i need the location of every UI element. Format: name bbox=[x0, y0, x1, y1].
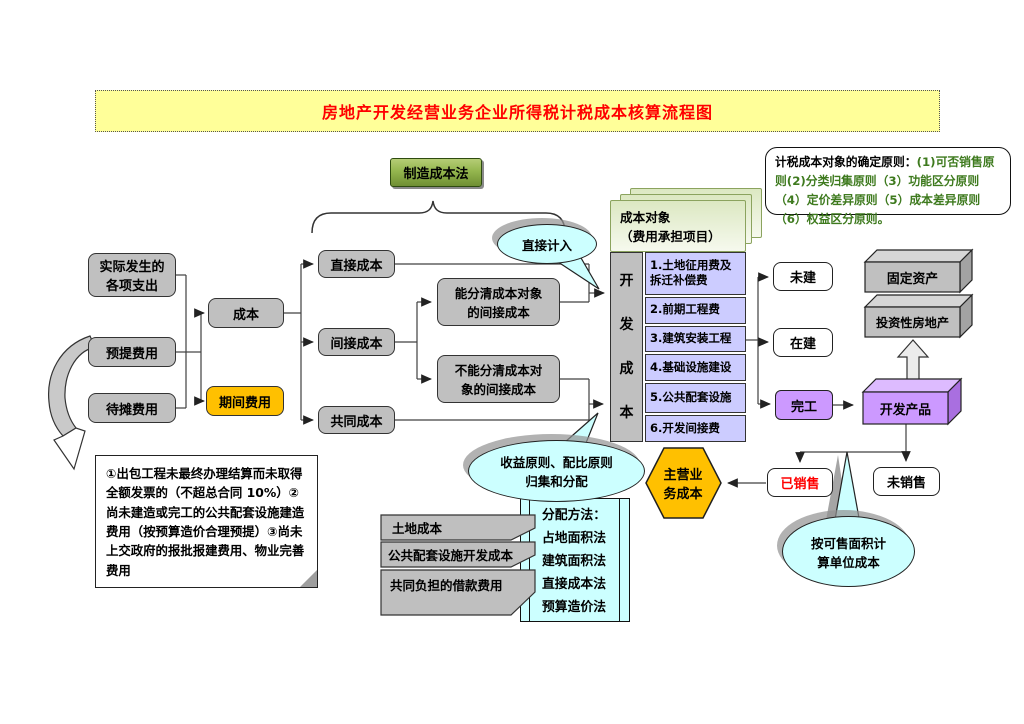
fixed-assets-cube bbox=[863, 248, 974, 294]
actual-expenditure-box: 实际发生的 各项支出 bbox=[88, 253, 176, 297]
curved-arrow bbox=[48, 335, 96, 471]
completed-box: 完工 bbox=[775, 390, 833, 420]
main-cost-label: 主营业 务成本 bbox=[663, 468, 703, 502]
dev-cost-item-6: 6.开发间接费 bbox=[645, 415, 746, 442]
indirect-clear-box: 能分清成本对象 的间接成本 bbox=[437, 278, 560, 326]
principles-lead: 计税成本对象的确定原则： bbox=[775, 155, 917, 169]
income-matching-callout: 收益原则、配比原则 归集和分配 bbox=[468, 440, 645, 502]
not-built-box: 未建 bbox=[773, 262, 833, 291]
up-arrow bbox=[896, 339, 930, 384]
principles-box: 计税成本对象的确定原则：(1)可否销售原则(2)分类归集原则（3）功能区分原则（… bbox=[765, 147, 1011, 226]
deferred-expense-box: 待摊费用 bbox=[88, 393, 176, 423]
borrowing-cost-banner: 共同负担的借款费用 bbox=[390, 577, 503, 593]
public-facility-banner-shape bbox=[380, 541, 536, 568]
principles-body: (1)可否销售原则(2)分类归集原则（3）功能区分原则（4）定价差异原则（5）成… bbox=[775, 155, 995, 227]
borrowing-cost-banner-shape bbox=[380, 569, 536, 616]
dev-cost-item-4: 4.基础设施建设 bbox=[645, 354, 746, 382]
manufacturing-method-box: 制造成本法 bbox=[390, 158, 482, 187]
dev-cost-item-5: 5.公共配套设施 bbox=[645, 383, 746, 414]
accrued-expense-box: 预提费用 bbox=[88, 337, 176, 367]
in-progress-box: 在建 bbox=[773, 328, 833, 357]
sellable-area-callout: 按可售面积计 算单位成本 bbox=[782, 516, 915, 587]
direct-cost-box: 直接成本 bbox=[318, 250, 395, 278]
sold-box: 已销售 bbox=[767, 468, 833, 497]
investment-property-cube bbox=[863, 293, 974, 339]
dev-cost-item-1: 1.土地征用费及 拆迁补偿费 bbox=[645, 252, 746, 295]
cost-box: 成本 bbox=[208, 298, 284, 328]
dev-cost-item-2: 2.前期工程费 bbox=[645, 296, 746, 324]
provision-note-box: ①出包工程未最终办理结算而未取得全额发票的（不超总合同 10%）②尚未建造或完工… bbox=[95, 455, 318, 588]
fixed-assets-label: 固定资产 bbox=[886, 271, 939, 287]
dev-cost-column: 开 发 成 本 bbox=[610, 252, 643, 442]
indirect-unclear-box: 不能分清成本对 象的间接成本 bbox=[437, 355, 560, 403]
common-cost-box: 共同成本 bbox=[318, 406, 395, 434]
brace bbox=[311, 200, 566, 234]
allocation-method-box: 分配方法： 占地面积法 建筑面积法 直接成本法 预算造价法 bbox=[520, 498, 630, 622]
dev-cost-item-3: 3.建筑安装工程 bbox=[645, 325, 746, 353]
direct-entry-callout: 直接计入 bbox=[497, 224, 597, 264]
dev-product-label: 开发产品 bbox=[879, 402, 932, 418]
investment-property-label: 投资性房地产 bbox=[875, 316, 950, 330]
land-cost-banner: 土地成本 bbox=[392, 520, 443, 536]
indirect-cost-box: 间接成本 bbox=[318, 328, 395, 356]
unsold-box: 未销售 bbox=[873, 467, 940, 496]
left-tree-lines bbox=[176, 259, 911, 488]
dev-cost-items: 1.土地征用费及 拆迁补偿费 2.前期工程费 3.建筑安装工程 4.基础设施建设… bbox=[645, 252, 746, 442]
period-expense-box: 期间费用 bbox=[206, 386, 284, 416]
cost-object-box: 成本对象 （费用承担项目） bbox=[610, 200, 746, 252]
main-cost-hexagon bbox=[645, 447, 722, 519]
dev-product-cube bbox=[861, 377, 963, 426]
public-facility-banner: 公共配套设施开发成本 bbox=[388, 547, 514, 563]
page-title: 房地产开发经营业务企业所得税计税成本核算流程图 bbox=[95, 90, 940, 132]
land-cost-banner-shape bbox=[380, 514, 536, 541]
